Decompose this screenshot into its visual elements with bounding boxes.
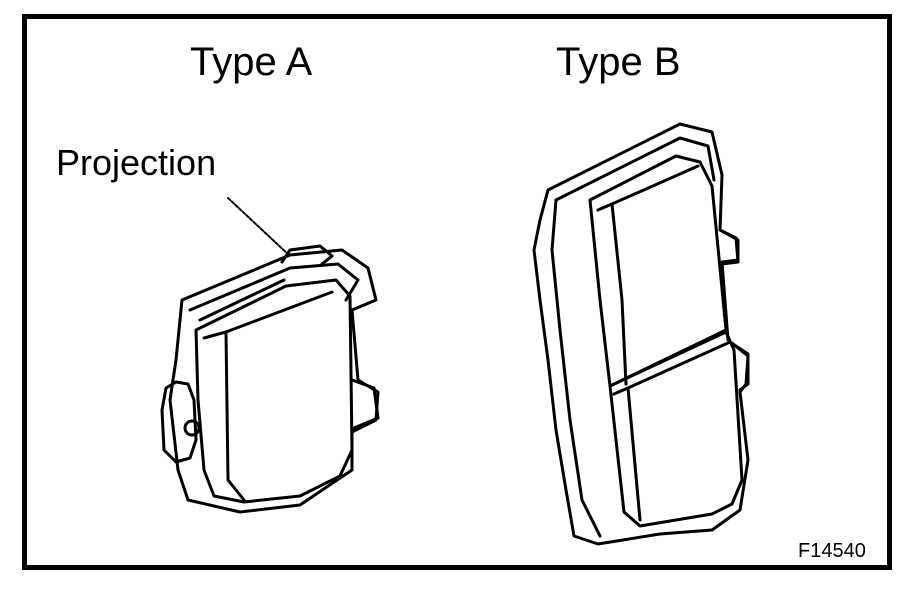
type-b-pad <box>532 122 750 546</box>
type-a-side-tab-right <box>350 378 380 430</box>
type-b-tab-upper <box>718 228 740 266</box>
figure-code: F14540 <box>798 540 866 562</box>
type-a-plate-edge <box>188 262 360 312</box>
projection-label: Projection <box>56 142 217 183</box>
type-a-friction-block <box>194 278 354 504</box>
type-a-top-edge <box>198 278 286 322</box>
type-b-upper-side <box>610 202 628 386</box>
projection-leader-line <box>227 197 291 257</box>
type-a-friction-face <box>202 290 334 340</box>
type-b-plate-left-edge <box>550 198 602 538</box>
type-b-tab-lower <box>728 340 750 392</box>
type-a-pad <box>160 244 380 514</box>
type-a-label: Type A <box>190 40 313 84</box>
type-b-lower-block <box>608 330 744 528</box>
type-a-friction-side <box>224 330 246 502</box>
type-b-plate-edge <box>554 136 716 202</box>
type-b-upper-block <box>588 154 728 388</box>
type-b-lower-face <box>612 340 732 396</box>
type-b-lower-side <box>626 386 642 522</box>
type-b-label: Type B <box>556 40 681 84</box>
type-a-backing-plate <box>168 248 380 514</box>
figure-frame <box>22 14 892 570</box>
type-a-left-clip <box>160 380 198 464</box>
